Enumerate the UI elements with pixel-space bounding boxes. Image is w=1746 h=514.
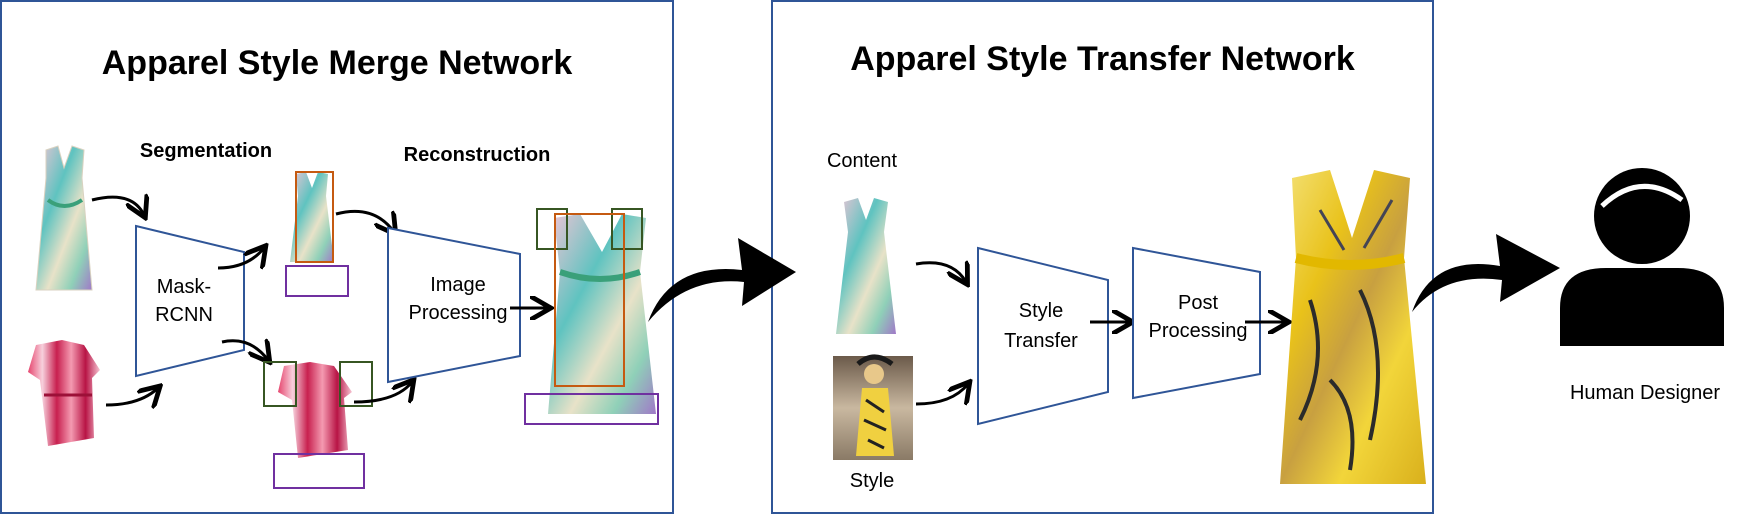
human-designer-label: Human Designer [1569, 382, 1721, 404]
segmentation-label: Segmentation [139, 140, 273, 162]
purple-bbox [524, 393, 659, 425]
post-processing-label-2: Processing [1148, 320, 1248, 342]
green-bbox [611, 208, 643, 250]
designer-link-arrow [1412, 234, 1560, 312]
orange-bbox [295, 171, 334, 263]
post-processing-block [1132, 246, 1261, 400]
green-bbox [536, 208, 568, 250]
segmented-pink-dress [263, 361, 373, 489]
mask-rcnn-block [135, 224, 245, 378]
mask-rcnn-label-2: RCNN [155, 304, 213, 326]
orange-bbox [554, 213, 625, 387]
style-transfer-label-1: Style [1018, 300, 1064, 322]
image-processing-label-1: Image [430, 274, 486, 296]
panel-link-arrow [648, 238, 796, 322]
style-transfer-label-2: Transfer [1004, 330, 1078, 352]
style-transfer-title: Apparel Style Transfer Network [850, 40, 1355, 78]
purple-bbox [273, 453, 365, 489]
green-bbox [263, 361, 297, 407]
post-processing-label-1: Post [1177, 292, 1219, 314]
style-image [833, 354, 913, 460]
green-bbox [339, 361, 373, 407]
content-label: Content [826, 150, 898, 172]
pink-dress-image [28, 340, 100, 446]
content-dress-image [836, 198, 896, 334]
image-processing-block [387, 226, 521, 384]
style-merge-title: Apparel Style Merge Network [101, 44, 573, 82]
reconstructed-dress [524, 208, 659, 425]
person-icon [1560, 168, 1724, 346]
image-processing-label-2: Processing [408, 302, 508, 324]
style-transfer-block [977, 246, 1109, 426]
output-styled-dress [1280, 170, 1426, 484]
mask-rcnn-label-1: Mask- [156, 276, 212, 298]
style-label: Style [849, 470, 895, 492]
segmented-floral-dress [285, 171, 349, 297]
purple-bbox [285, 265, 349, 297]
reconstruction-label: Reconstruction [403, 144, 551, 166]
floral-dress-image [35, 145, 93, 291]
